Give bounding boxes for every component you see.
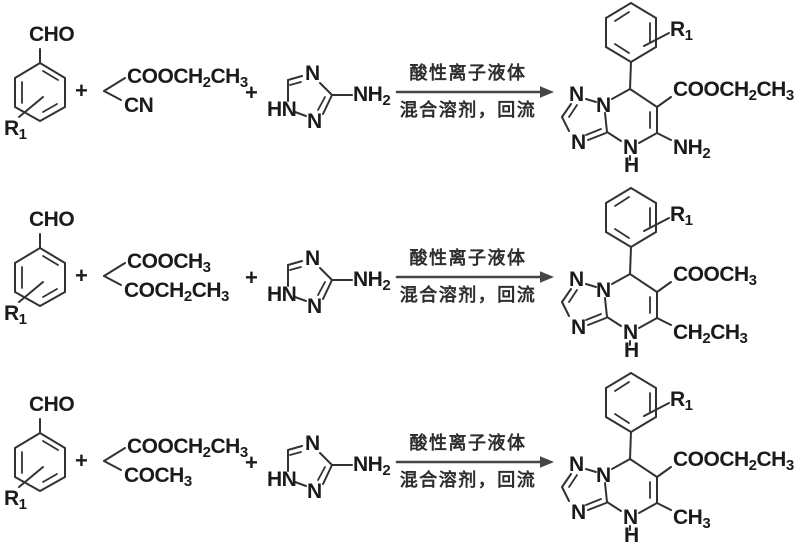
arrow-condition-below: 混合溶剂，回流: [399, 470, 537, 490]
triazole-hn-label: HN: [267, 468, 297, 491]
product-n2-label: N: [569, 268, 584, 291]
aldehyde-cho-label: CHO: [29, 23, 75, 46]
product-nh-h-label: H: [624, 154, 639, 177]
product-nh-h-label: H: [624, 524, 639, 547]
product-n4-label: N: [623, 321, 638, 344]
reaction-row-3: CHO R1 + COOCH2CH3 COCH3 + HN N N NH2 酸性…: [0, 370, 800, 551]
plus-sign: +: [75, 263, 88, 288]
product-ester-label: COOCH2CH3: [673, 448, 794, 474]
product-substituent-label: NH2: [673, 136, 711, 162]
aldehyde-cho-label: CHO: [29, 393, 75, 416]
product-nh-h-label: H: [624, 339, 639, 362]
arrow-condition-above: 酸性离子液体: [409, 248, 527, 268]
plus-sign: +: [245, 80, 258, 105]
methylene-lower-label: COCH2CH3: [124, 279, 229, 305]
product-n1-bridgehead-label: N: [596, 94, 611, 117]
triazole-n-top-label: N: [305, 247, 320, 270]
reaction-row-1: CHO R1 + COOCH2CH3 CN + HN N N NH2 酸性离子液…: [0, 0, 800, 185]
triazole-hn-label: HN: [267, 98, 297, 121]
product-n3-label: N: [571, 501, 586, 524]
plus-sign: +: [245, 450, 258, 475]
triazole-n-top-label: N: [305, 432, 320, 455]
arrow-condition-above: 酸性离子液体: [409, 433, 527, 453]
product-n1-bridgehead-label: N: [596, 464, 611, 487]
triazole-nh2-label: NH2: [353, 453, 391, 479]
product-r1-label: R1: [670, 388, 693, 414]
reaction-row-2: CHO R1 + COOCH3 COCH2CH3 + HN N N NH2 酸性…: [0, 185, 800, 370]
product-substituent-label: CH2CH3: [673, 321, 748, 347]
product-n1-bridgehead-label: N: [596, 279, 611, 302]
triazole-n-bottom-label: N: [307, 295, 322, 318]
product-substituent-label: CH3: [673, 506, 711, 532]
product-n3-label: N: [571, 131, 586, 154]
product-r1-label: R1: [670, 18, 693, 44]
triazole-n-bottom-label: N: [307, 110, 322, 133]
triazole-n-top-label: N: [305, 62, 320, 85]
arrow-condition-below: 混合溶剂，回流: [399, 100, 537, 120]
plus-sign: +: [75, 448, 88, 473]
triazole-hn-label: HN: [267, 283, 297, 306]
triazole-nh2-label: NH2: [353, 268, 391, 294]
product-n4-label: N: [623, 136, 638, 159]
methylene-upper-label: COOCH2CH3: [127, 435, 248, 461]
aldehyde-r1-label: R1: [4, 302, 27, 328]
triazole-n-bottom-label: N: [307, 480, 322, 503]
methylene-lower-label: COCH3: [124, 464, 192, 490]
aldehyde-r1-label: R1: [4, 117, 27, 143]
product-n2-label: N: [569, 453, 584, 476]
arrow-condition-below: 混合溶剂，回流: [399, 285, 537, 305]
product-ester-label: COOCH2CH3: [673, 78, 794, 104]
product-r1-label: R1: [670, 203, 693, 229]
methylene-lower-label: CN: [124, 94, 154, 117]
product-n2-label: N: [569, 83, 584, 106]
aldehyde-r1-label: R1: [4, 487, 27, 513]
product-n4-label: N: [623, 506, 638, 529]
arrow-condition-above: 酸性离子液体: [409, 63, 527, 83]
methylene-upper-label: COOCH2CH3: [127, 65, 248, 91]
aldehyde-cho-label: CHO: [29, 208, 75, 231]
methylene-upper-label: COOCH3: [127, 250, 211, 276]
triazole-nh2-label: NH2: [353, 83, 391, 109]
product-ester-label: COOCH3: [673, 263, 757, 289]
plus-sign: +: [75, 78, 88, 103]
plus-sign: +: [245, 265, 258, 290]
product-n3-label: N: [571, 316, 586, 339]
